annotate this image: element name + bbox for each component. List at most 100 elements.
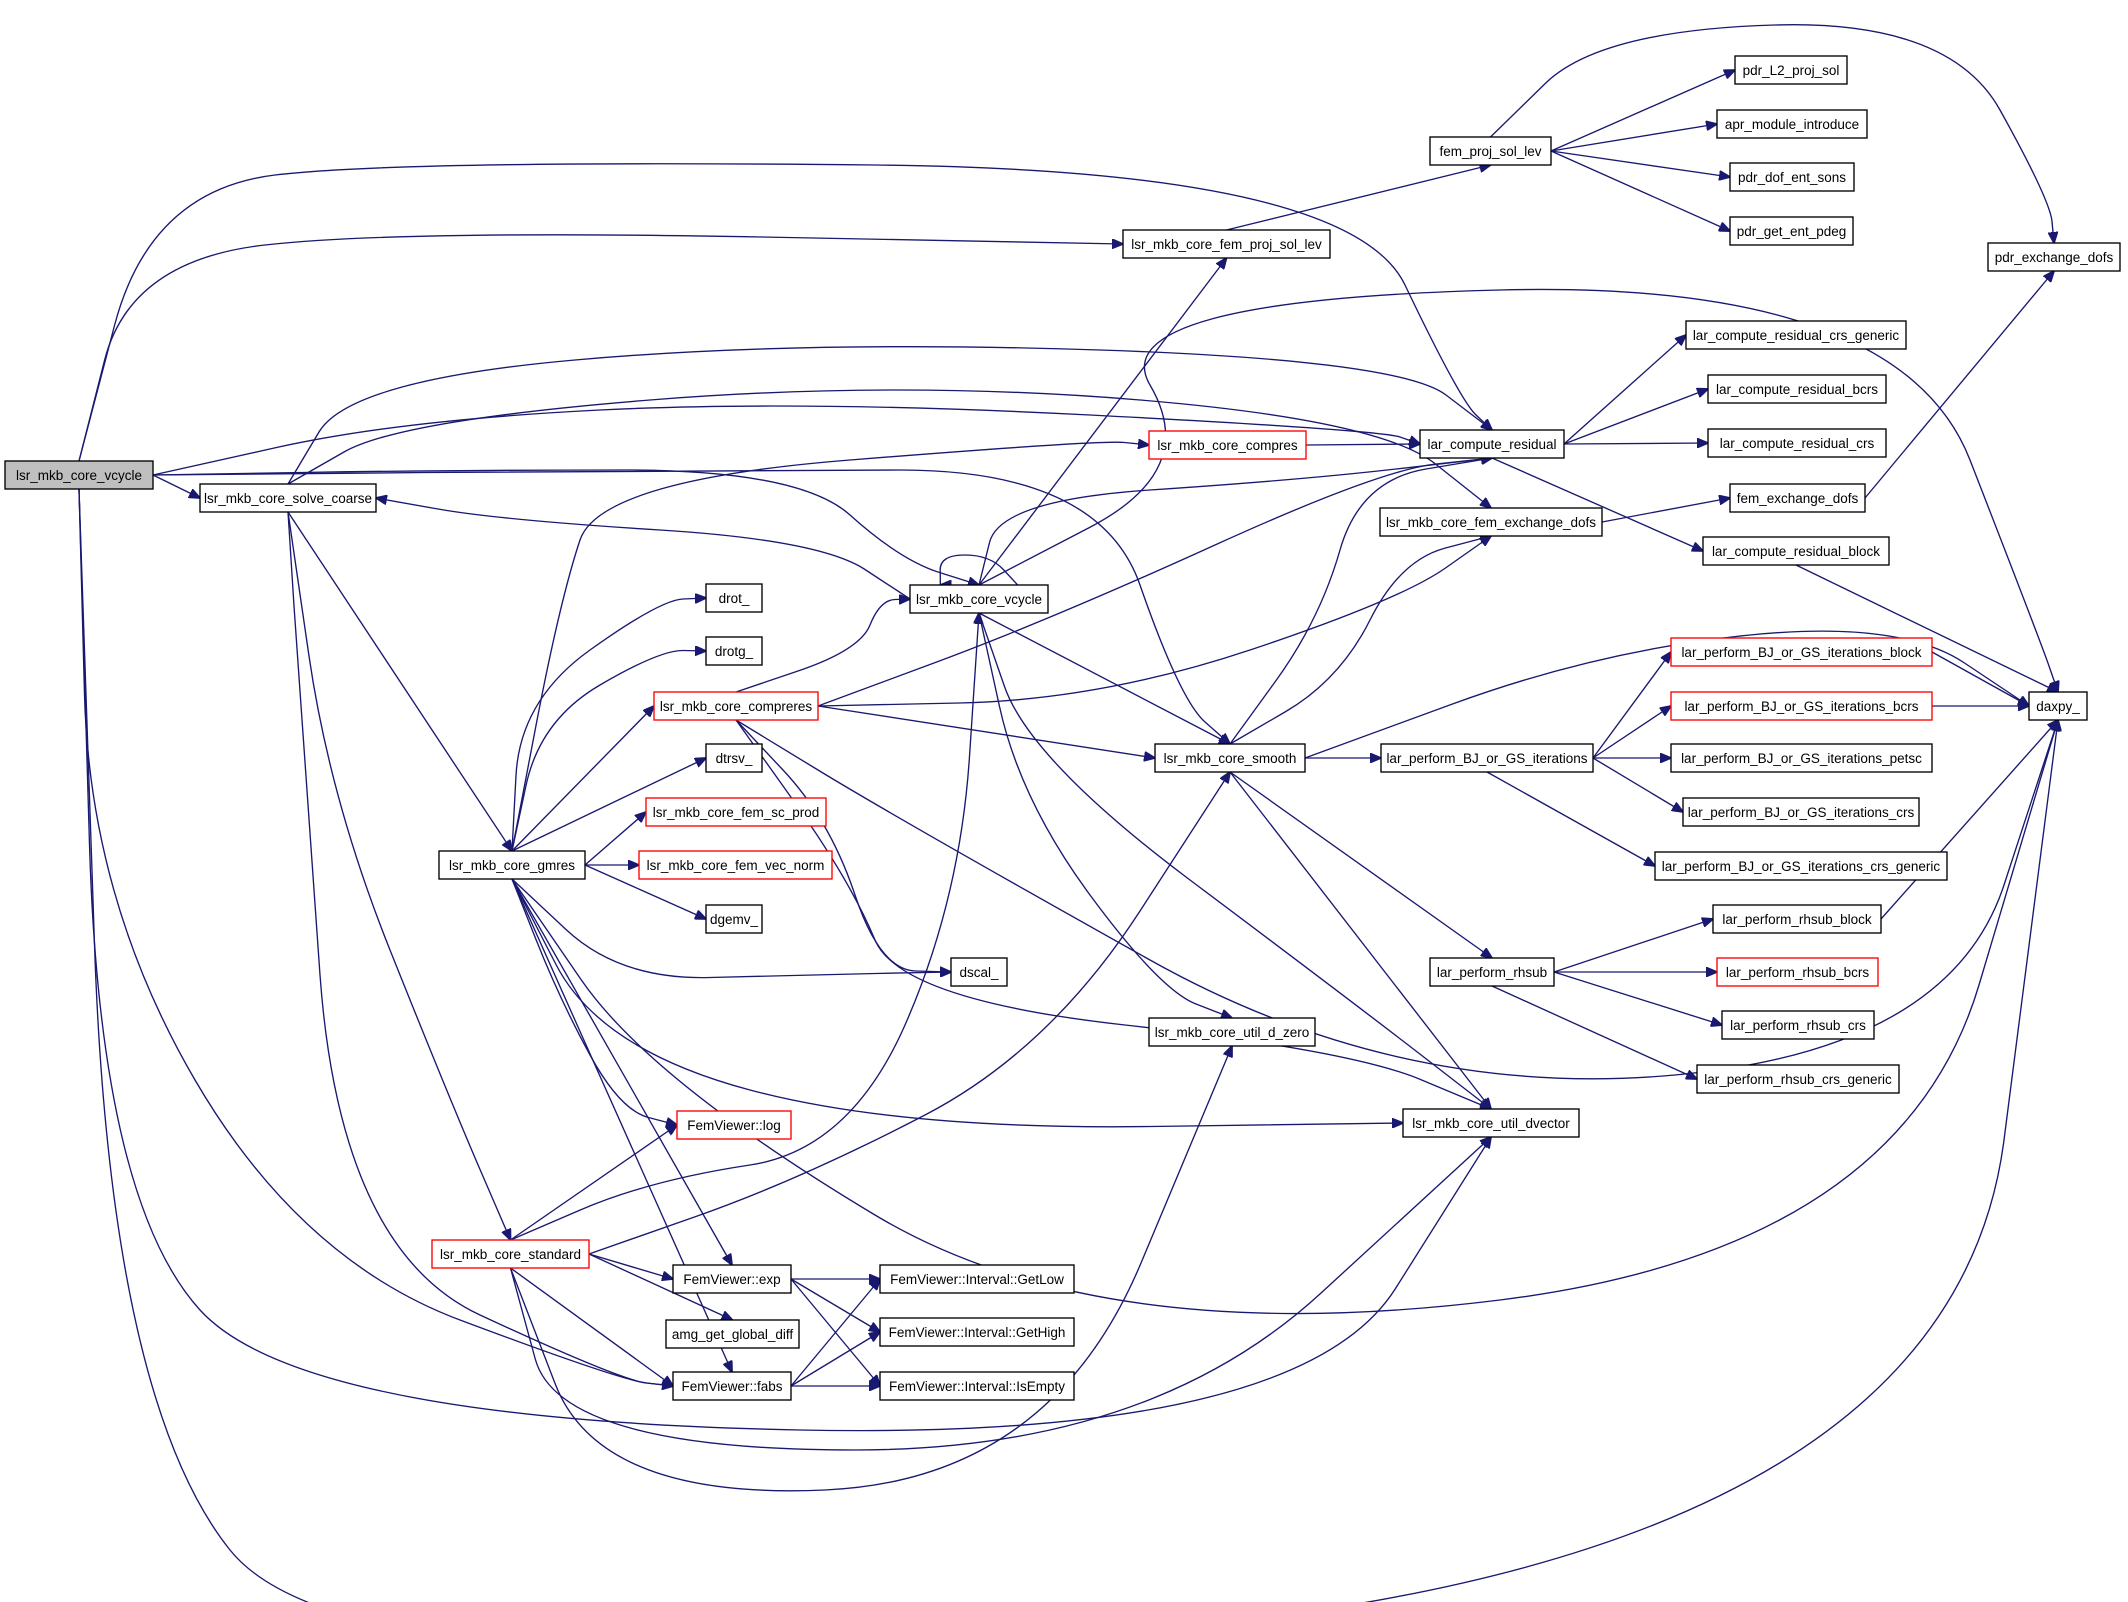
- node-box: [1987, 242, 2121, 272]
- node-label: amg_get_global_diff: [672, 1327, 794, 1342]
- edge-compreres-to-fem_exchange_dofs_w: [817, 536, 1491, 707]
- edge-vcycle-to-solve_coarse: [376, 498, 911, 600]
- node-box: [879, 1317, 1075, 1347]
- node-pdr-get-ent-pdeg[interactable]: pdr_get_ent_pdeg: [1729, 216, 1854, 246]
- node-root[interactable]: lsr_mkb_core_vcycle: [4, 460, 154, 490]
- node-vcycle[interactable]: lsr_mkb_core_vcycle: [909, 584, 1049, 614]
- edge-fabs-to-getlow: [790, 1279, 880, 1387]
- node-label: dgemv_: [710, 912, 759, 927]
- node-rhsub-block[interactable]: lar_perform_rhsub_block: [1712, 904, 1882, 934]
- node-bj-gs-bcrs[interactable]: lar_perform_BJ_or_GS_iterations_bcrs: [1670, 691, 1933, 721]
- node-fem-proj-sol-lev-w[interactable]: lsr_mkb_core_fem_proj_sol_lev: [1122, 229, 1331, 259]
- edge-vcycle-to-vcycle: [940, 554, 1019, 585]
- edge-rhsub-to-rhsub_crs_generic: [1491, 985, 1697, 1079]
- edge-fabs-to-gethigh: [790, 1332, 880, 1387]
- node-rhsub-crs[interactable]: lar_perform_rhsub_crs: [1721, 1010, 1875, 1040]
- node-box: [1670, 691, 1933, 721]
- node-label: pdr_L2_proj_sol: [1743, 63, 1840, 78]
- edge-solve_coarse-to-standard: [287, 511, 511, 1240]
- node-standard[interactable]: lsr_mkb_core_standard: [431, 1239, 590, 1269]
- node-label: lsr_mkb_core_fem_sc_prod: [653, 805, 820, 820]
- node-box: [653, 691, 819, 721]
- node-bj-gs[interactable]: lar_perform_BJ_or_GS_iterations: [1380, 743, 1594, 773]
- edge-exp-to-gethigh: [790, 1278, 880, 1332]
- node-drotg[interactable]: drotg_: [705, 636, 763, 666]
- node-getlow[interactable]: FemViewer::Interval::GetLow: [879, 1264, 1075, 1294]
- node-isempty[interactable]: FemViewer::Interval::IsEmpty: [879, 1371, 1075, 1401]
- node-lar-compute-residual-block[interactable]: lar_compute_residual_block: [1702, 536, 1890, 566]
- node-label: lsr_mkb_core_compreres: [660, 699, 813, 714]
- node-dtrsv[interactable]: dtrsv_: [705, 743, 763, 773]
- node-d-zero[interactable]: lsr_mkb_core_util_d_zero: [1148, 1017, 1316, 1047]
- node-exp[interactable]: FemViewer::exp: [672, 1264, 792, 1294]
- edge-root-to-lar_compute_residual: [152, 405, 1420, 476]
- edge-root-to-dvector: [78, 488, 1491, 1432]
- node-label: lsr_mkb_core_compres: [1157, 438, 1298, 453]
- node-label: FemViewer::Interval::GetHigh: [889, 1325, 1066, 1340]
- node-fem-sc-prod[interactable]: lsr_mkb_core_fem_sc_prod: [645, 797, 827, 827]
- node-lar-compute-residual-crs-generic[interactable]: lar_compute_residual_crs_generic: [1685, 320, 1907, 350]
- node-smooth[interactable]: lsr_mkb_core_smooth: [1154, 743, 1306, 773]
- node-gethigh[interactable]: FemViewer::Interval::GetHigh: [879, 1317, 1075, 1347]
- node-lar-compute-residual-crs[interactable]: lar_compute_residual_crs: [1707, 428, 1887, 458]
- node-label: drotg_: [715, 644, 754, 659]
- node-rhsub[interactable]: lar_perform_rhsub: [1429, 957, 1555, 987]
- edge-root-to-lar_compute_residual: [78, 163, 1492, 462]
- node-compres[interactable]: lsr_mkb_core_compres: [1148, 430, 1307, 460]
- node-compreres[interactable]: lsr_mkb_core_compreres: [653, 691, 819, 721]
- node-label: lar_perform_BJ_or_GS_iterations_crs: [1688, 805, 1915, 820]
- node-fabs[interactable]: FemViewer::fabs: [672, 1371, 792, 1401]
- node-bj-gs-crs[interactable]: lar_perform_BJ_or_GS_iterations_crs: [1682, 797, 1920, 827]
- node-box: [4, 460, 154, 490]
- edge-compreres-to-lar_compute_residual: [817, 458, 1492, 707]
- node-pdr-L2-proj-sol[interactable]: pdr_L2_proj_sol: [1734, 55, 1848, 85]
- node-dvector[interactable]: lsr_mkb_core_util_dvector: [1402, 1108, 1580, 1138]
- node-rhsub-bcrs[interactable]: lar_perform_rhsub_bcrs: [1716, 957, 1879, 987]
- node-box: [1122, 229, 1331, 259]
- node-bj-gs-petsc[interactable]: lar_perform_BJ_or_GS_iterations_petsc: [1670, 743, 1933, 773]
- node-box: [1721, 1010, 1875, 1040]
- node-drot[interactable]: drot_: [705, 583, 763, 613]
- node-fem-vec-norm[interactable]: lsr_mkb_core_fem_vec_norm: [638, 850, 833, 880]
- node-label: FemViewer::Interval::GetLow: [890, 1272, 1064, 1287]
- edge-standard-to-exp: [588, 1253, 673, 1279]
- edge-standard-to-fabs: [510, 1267, 674, 1386]
- node-box: [1696, 1064, 1900, 1094]
- edge-gmres-to-drot: [511, 598, 706, 852]
- node-lar-compute-residual-bcrs[interactable]: lar_compute_residual_bcrs: [1707, 374, 1887, 404]
- node-box: [1402, 1108, 1580, 1138]
- call-edges: [78, 24, 2058, 1602]
- node-pdr-exchange-dofs[interactable]: pdr_exchange_dofs: [1987, 242, 2121, 272]
- node-amg-diff[interactable]: amg_get_global_diff: [665, 1319, 800, 1349]
- node-apr-module-introduce[interactable]: apr_module_introduce: [1716, 109, 1868, 139]
- node-fem-proj-sol-lev[interactable]: fem_proj_sol_lev: [1429, 136, 1552, 166]
- edge-compreres-to-dscal: [735, 719, 951, 972]
- edge-root-to-fem_proj_sol_lev_w: [78, 234, 1123, 462]
- node-daxpy[interactable]: daxpy_: [2028, 691, 2088, 721]
- node-label: lar_perform_BJ_or_GS_iterations_block: [1681, 645, 1921, 660]
- node-fem-exchange-dofs-w[interactable]: lsr_mkb_core_fem_exchange_dofs: [1379, 507, 1603, 537]
- node-box: [950, 957, 1008, 987]
- node-log[interactable]: FemViewer::log: [676, 1110, 792, 1140]
- node-dscal[interactable]: dscal_: [950, 957, 1008, 987]
- edge-root-to-smooth: [152, 469, 1230, 744]
- edge-bj_gs-to-bj_gs_bcrs: [1592, 706, 1671, 759]
- node-rhsub-crs-generic[interactable]: lar_perform_rhsub_crs_generic: [1696, 1064, 1900, 1094]
- node-fem-exchange-dofs[interactable]: fem_exchange_dofs: [1729, 483, 1866, 513]
- node-dgemv[interactable]: dgemv_: [705, 904, 763, 934]
- node-lar-compute-residual[interactable]: lar_compute_residual: [1419, 429, 1565, 459]
- node-bj-gs-block[interactable]: lar_perform_BJ_or_GS_iterations_block: [1670, 637, 1933, 667]
- node-pdr-dof-ent-sons[interactable]: pdr_dof_ent_sons: [1729, 162, 1855, 192]
- edge-solve_coarse-to-fabs: [287, 511, 673, 1386]
- node-box: [645, 797, 827, 827]
- node-label: apr_module_introduce: [1725, 117, 1859, 132]
- node-label: lar_perform_rhsub_bcrs: [1726, 965, 1870, 980]
- node-gmres[interactable]: lsr_mkb_core_gmres: [438, 850, 586, 880]
- edge-fem_exchange_dofs-to-pdr_exchange_dofs: [1864, 271, 2054, 499]
- node-solve-coarse[interactable]: lsr_mkb_core_solve_coarse: [199, 483, 377, 513]
- node-box: [1379, 507, 1603, 537]
- edge-standard-to-vcycle: [510, 613, 980, 1241]
- edge-gmres-to-dgemv: [584, 864, 706, 919]
- node-bj-gs-crs-generic[interactable]: lar_perform_BJ_or_GS_iterations_crs_gene…: [1654, 851, 1948, 881]
- node-box: [705, 583, 763, 613]
